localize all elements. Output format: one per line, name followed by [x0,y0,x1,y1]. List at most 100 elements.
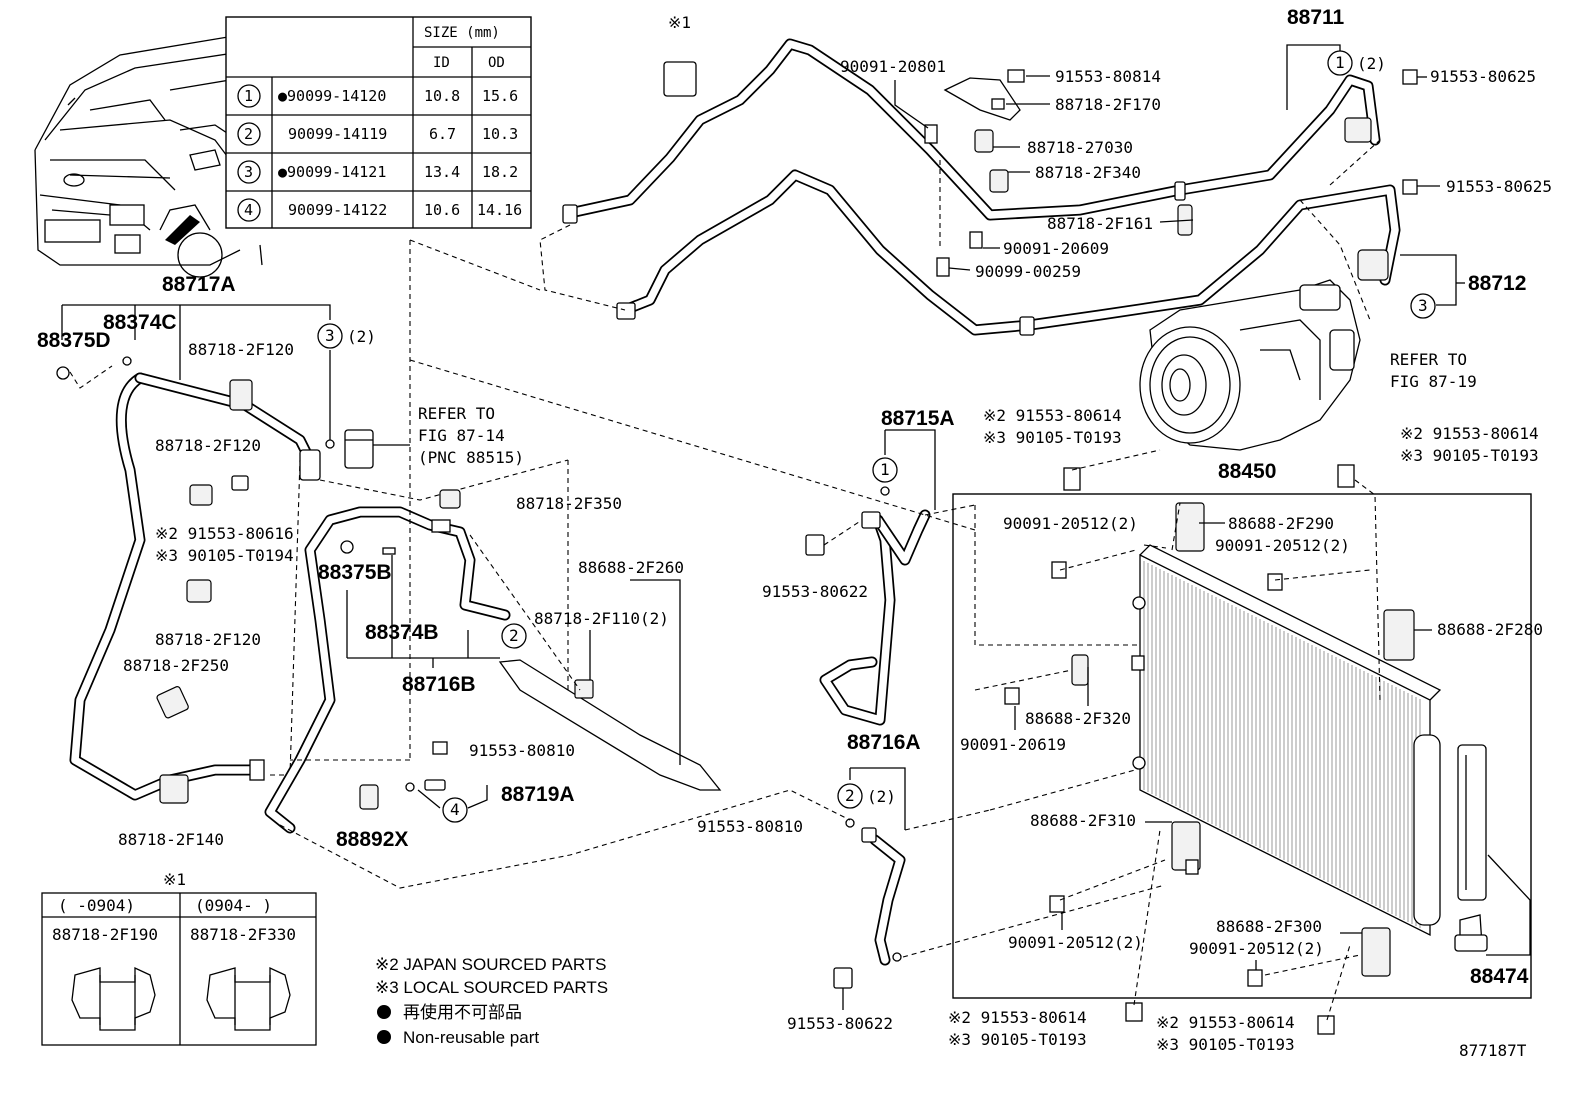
table-row-od: 10.3 [482,125,518,143]
callout-4: 4 [450,800,460,819]
table-row-no: 1 [244,87,253,105]
legend-notes: ※2 JAPAN SOURCED PARTS ※3 LOCAL SOURCED … [375,955,608,1047]
label-88716A: 88716A [847,731,921,754]
table-row-id: 10.8 [424,87,460,105]
label-91553-80614: ※2 91553-80614 [983,406,1122,425]
compressor-illustration [1139,279,1361,451]
label-91553-80616: ※2 91553-80616 [155,524,294,543]
table-row-no: 3 [244,163,253,181]
tube-88715A [409,359,976,726]
inset-range-early: ( -0904) [58,896,135,915]
label-91553-80622: 91553-80622 [762,582,868,601]
suction-tube-88711 [562,38,1381,224]
label-88450: 88450 [1218,460,1276,483]
label-88374B: 88374B [365,621,439,644]
label-91553-80810: 91553-80810 [469,741,575,760]
label-88688-2F310: 88688-2F310 [1030,811,1136,830]
label-90105-T0193: ※3 90105-T0193 [948,1030,1087,1049]
label-90099-00259: 90099-00259 [975,262,1081,281]
expansion-valve-ref [344,429,410,469]
label-88718-2F110: 88718-2F110(2) [534,609,669,628]
label-88711: 88711 [1287,6,1345,29]
bullet-icon [377,1030,391,1044]
discharge-tube-88712 [616,169,1401,336]
label-88688-2F280: 88688-2F280 [1437,620,1543,639]
table-row-od: 14.16 [477,201,522,219]
label-90091-20801: 90091-20801 [840,57,946,76]
inset-clip-variants [41,892,317,1046]
part-labels: 88717A 88375D 88374C 88718-2F120 88718-2… [37,6,1552,1054]
callout-qty: (2) [347,327,376,346]
callout-2: 2 [845,786,855,805]
note-local-sourced: ※3 LOCAL SOURCED PARTS [375,978,608,997]
label-90091-20619: 90091-20619 [960,735,1066,754]
label-88718-2F350: 88718-2F350 [516,494,622,513]
table-row-part: ●90099-14120 [278,87,386,105]
table-row-id: 10.6 [424,201,460,219]
table-row-id: 13.4 [424,163,460,181]
table-header-id: ID [433,55,450,71]
callout-1: 1 [880,460,890,479]
note-non-reusable-en: Non-reusable part [403,1028,539,1047]
label-88717A: 88717A [162,273,236,296]
88711-88712-leader [1286,44,1465,306]
label-88375D: 88375D [37,329,111,352]
ref-fig-87-14: REFER TO [418,404,495,423]
top-brackets [409,61,1440,321]
label-88374C: 88374C [103,311,177,334]
label-88718-2F161: 88718-2F161 [1047,214,1153,233]
table-row-part: ●90099-14121 [278,163,386,181]
hose-size-table: SIZE (mm) ID OD 1 ●90099-14120 10.8 15.6… [225,16,532,229]
label-90091-20512: 90091-20512(2) [1189,939,1324,958]
label-88719A: 88719A [501,783,575,806]
label-88718-2F120: 88718-2F120 [188,340,294,359]
ref-fig-87-19: REFER TO [1390,350,1467,369]
ref-fig-87-19: FIG 87-19 [1390,372,1477,391]
label-90105-T0193: ※3 90105-T0193 [983,428,1122,447]
label-x1: ※1 [668,13,691,32]
label-88718-2F140: 88718-2F140 [118,830,224,849]
note-non-reusable-jp: 再使用不可部品 [403,1002,522,1022]
label-88718-2F340: 88718-2F340 [1035,163,1141,182]
label-88688-2F300: 88688-2F300 [1216,917,1322,936]
inset-part-late: 88718-2F330 [190,925,296,944]
label-91553-80814: 91553-80814 [1055,67,1161,86]
label-88474: 88474 [1470,965,1529,988]
callout-qty: (2) [1357,54,1386,73]
label-90091-20512: 90091-20512(2) [1003,514,1138,533]
label-91553-80622: 91553-80622 [787,1014,893,1033]
table-row-part: 90099-14119 [288,125,387,143]
label-88375B: 88375B [318,561,392,584]
label-88688-2F290: 88688-2F290 [1228,514,1334,533]
label-90091-20512: 90091-20512(2) [1008,933,1143,952]
table-row-id: 6.7 [429,125,456,143]
liquid-tube-88717A [56,304,569,804]
callout-2: 2 [509,626,519,645]
label-88688-2F260: 88688-2F260 [578,558,684,577]
tube-88716A [833,767,1001,1010]
inset-part-early: 88718-2F190 [52,925,158,944]
label-91553-80625: 91553-80625 [1430,67,1536,86]
table-row-no: 4 [244,201,253,219]
label-90091-20609: 90091-20609 [1003,239,1109,258]
label-88718-27030: 88718-27030 [1027,138,1133,157]
inset-range-late: (0904- ) [195,896,272,915]
table-header-od: OD [488,55,505,71]
label-88718-2F250: 88718-2F250 [123,656,229,675]
label-90091-20512: 90091-20512(2) [1215,536,1350,555]
label-91553-80614: ※2 91553-80614 [948,1008,1087,1027]
ref-fig-87-14: (PNC 88515) [418,448,524,467]
callout-1: 1 [1335,53,1345,72]
ref-fig-87-14: FIG 87-14 [418,426,505,445]
vehicle-illustration [34,19,411,278]
bullet-icon [377,1005,391,1019]
label-88718-2F120: 88718-2F120 [155,630,261,649]
label-88688-2F320: 88688-2F320 [1025,709,1131,728]
condenser-core [1143,561,1421,928]
callout-circles: 3 (2) 2 4 1 (2) 3 1 2 (2) [317,50,1436,823]
label-91553-80810: 91553-80810 [697,817,803,836]
callout-qty: (2) [867,787,896,806]
label-88718-2F170: 88718-2F170 [1055,95,1161,114]
table-header-size: SIZE (mm) [424,25,500,41]
